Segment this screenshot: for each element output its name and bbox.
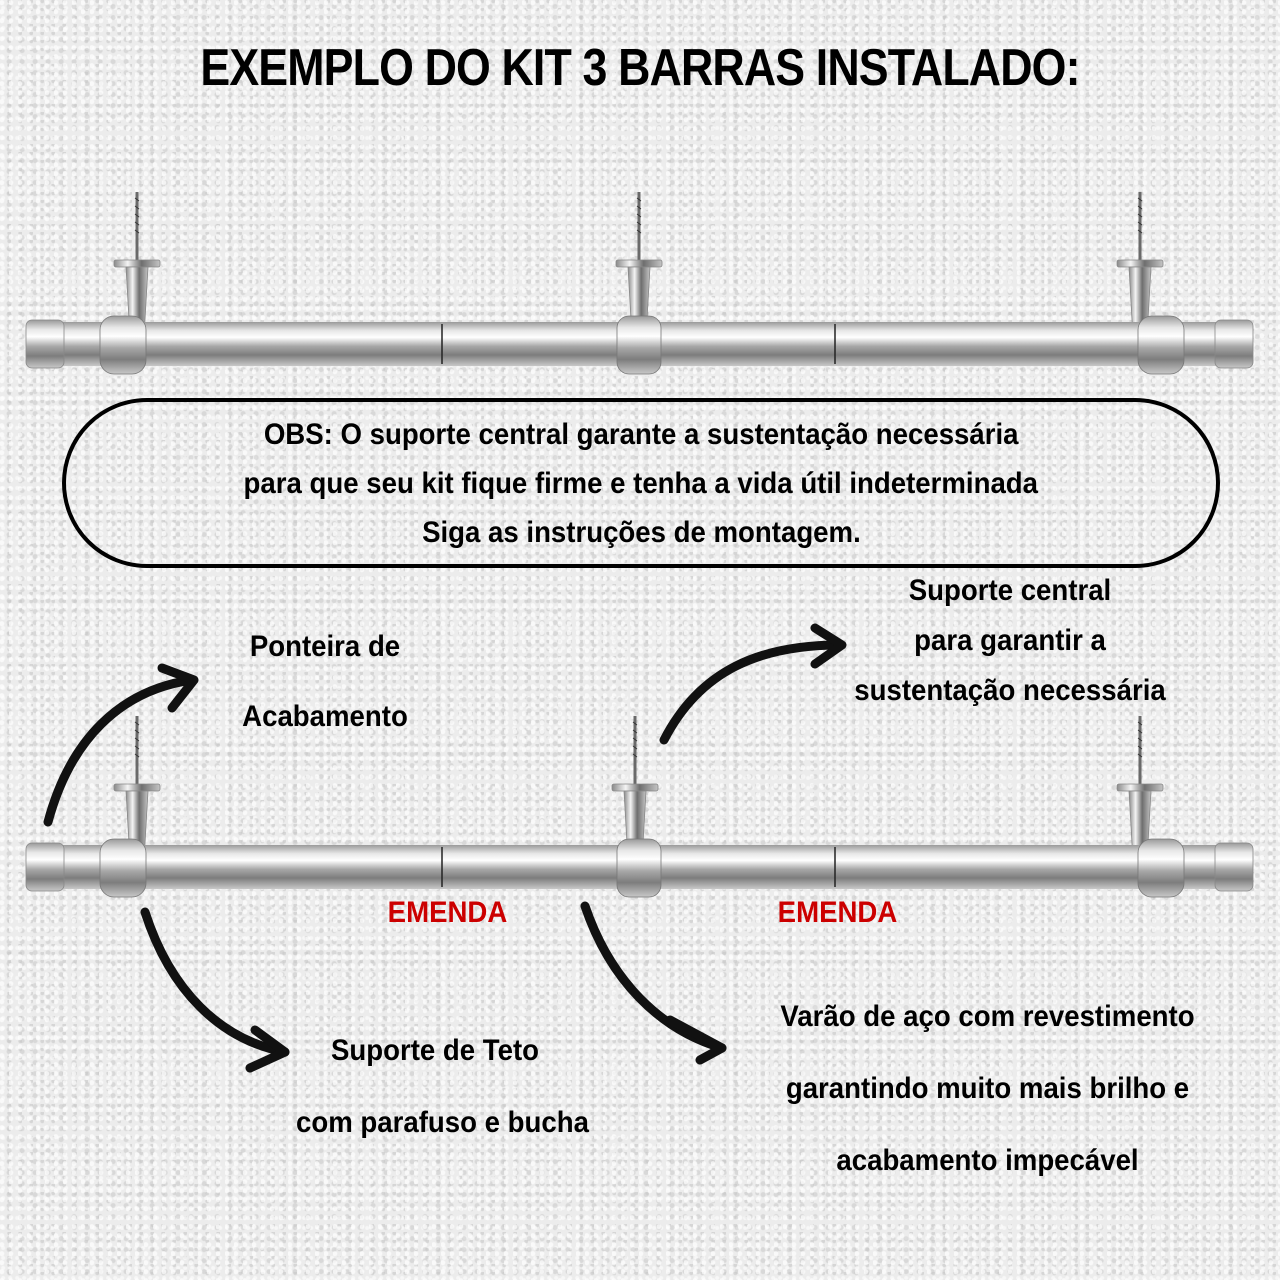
bracket-icon-top-right (1115, 190, 1165, 339)
callout-ponteira-line-2: Acabamento (242, 700, 408, 733)
obs-line-2: para que seu kit fique firme e tenha a v… (243, 466, 1039, 500)
page-title: EXEMPLO DO KIT 3 BARRAS INSTALADO: (200, 39, 1080, 97)
callout-varao-line-3: acabamento impecável (836, 1144, 1139, 1177)
callout-suporte-teto-line-2: com parafuso e bucha (296, 1106, 589, 1139)
arrow-icon-suporte-central (659, 623, 847, 745)
arrow-icon-suporte-teto (140, 907, 290, 1073)
rod-icon-bottom (25, 838, 1254, 898)
callout-varao-line-1: Varão de aço com revestimento (780, 1000, 1195, 1033)
emenda-label-right: EMENDA (777, 896, 898, 929)
emenda-label-left: EMENDA (387, 896, 508, 929)
callout-suporte-central-line-1: Suporte central (908, 574, 1112, 607)
obs-line-1: OBS: O suporte central garante a sustent… (263, 417, 1019, 451)
obs-line-3: Siga as instruções de montagem. (421, 515, 861, 549)
bracket-icon-top-center (614, 190, 664, 339)
callout-suporte-central-line-2: para garantir a (914, 624, 1106, 657)
bracket-icon-top-left (112, 190, 162, 339)
arrow-icon-varao (580, 901, 727, 1065)
arrow-icon-ponteira (43, 663, 199, 827)
callout-suporte-teto-line-1: Suporte de Teto (330, 1034, 540, 1067)
obs-note-box: OBS: O suporte central garante a sustent… (62, 398, 1220, 568)
callout-ponteira-line-1: Ponteira de (249, 630, 401, 663)
callout-suporte-central-line-3: sustentação necessária (854, 674, 1166, 707)
rod-icon-top (25, 315, 1254, 375)
callout-varao-line-2: garantindo muito mais brilho e (785, 1072, 1190, 1105)
